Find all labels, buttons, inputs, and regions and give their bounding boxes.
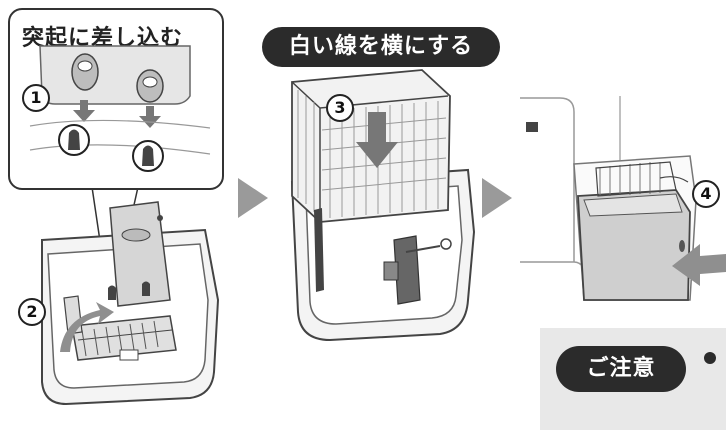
bullet-dot-icon <box>704 352 716 364</box>
banner-label: 白い線を横にする <box>262 27 500 67</box>
step-2-marker: 2 <box>18 298 46 326</box>
tank-left <box>42 202 218 404</box>
step-3-marker: 3 <box>326 94 354 122</box>
step-1-marker: 1 <box>22 84 50 112</box>
notice-label: ご注意 <box>556 346 686 392</box>
arrow-right-icon <box>238 178 268 218</box>
callout-title: 突起に差し込む <box>22 20 183 52</box>
arrow-right-icon <box>482 178 512 218</box>
tank-middle <box>292 70 474 340</box>
step-4-marker: 4 <box>692 180 720 208</box>
